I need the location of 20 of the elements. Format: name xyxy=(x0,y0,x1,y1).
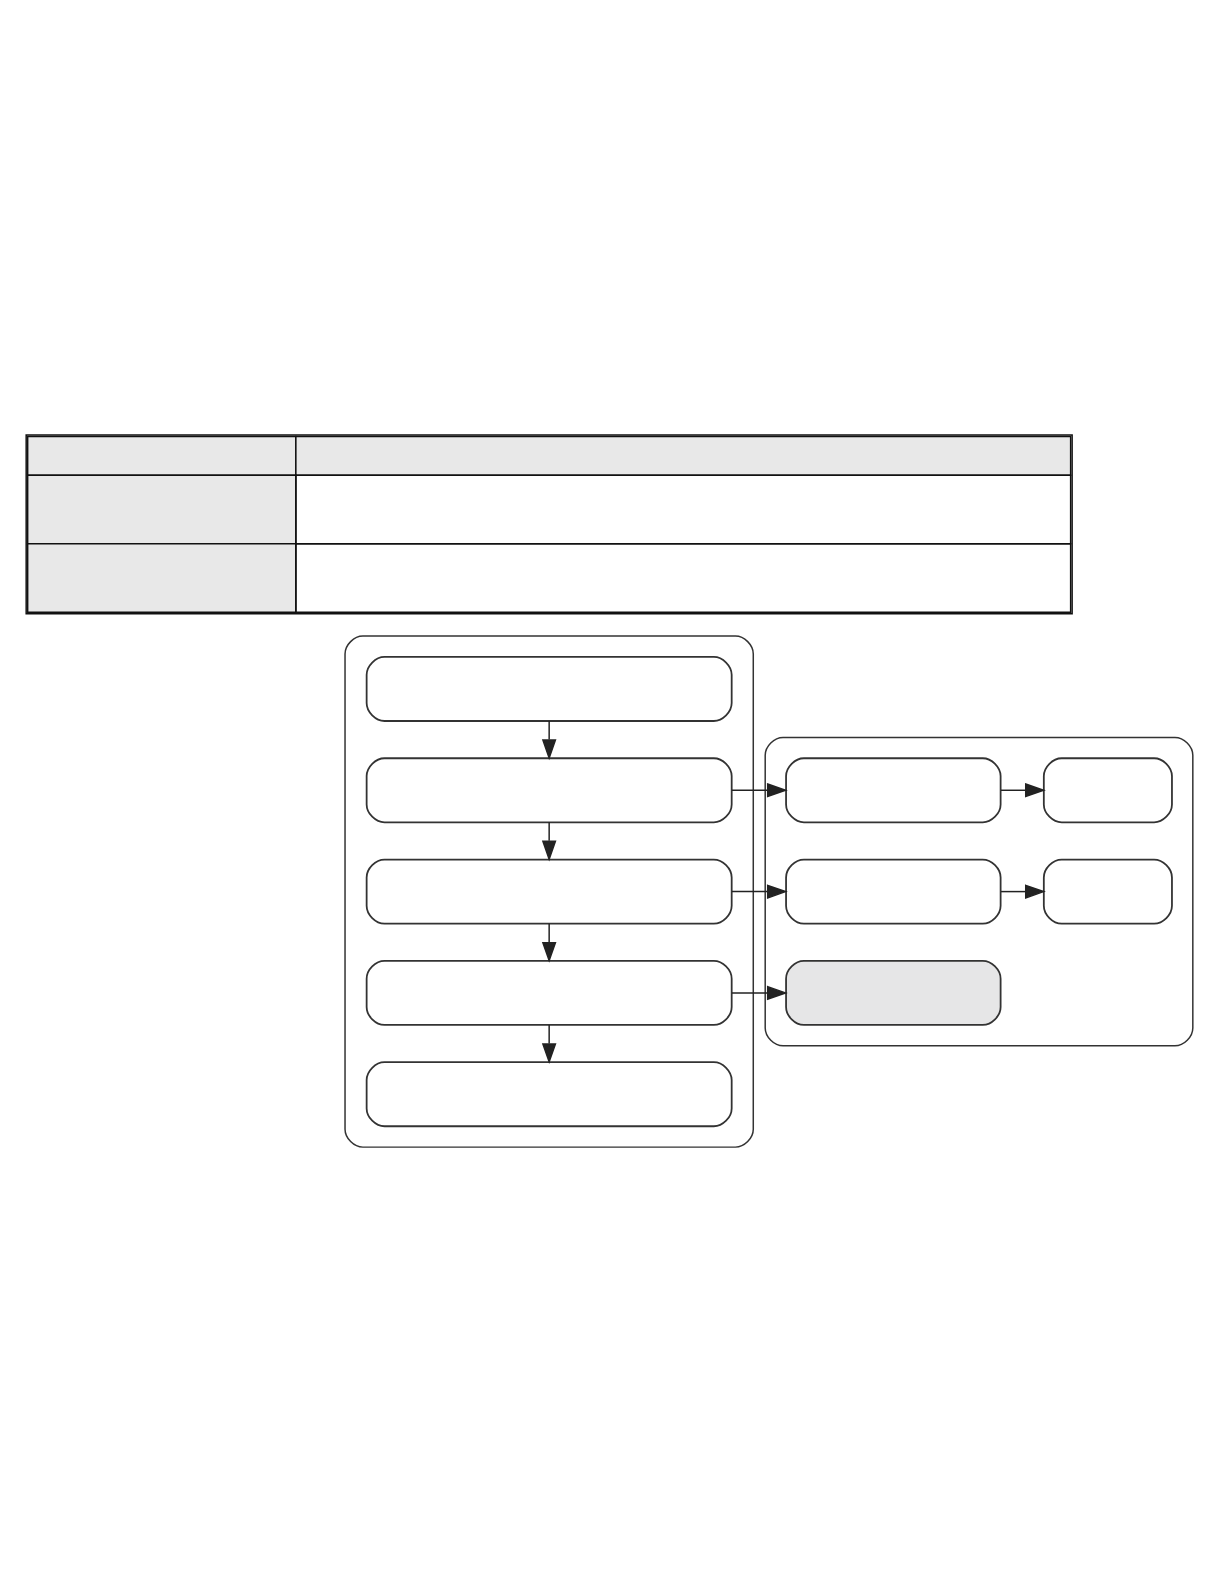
node-box xyxy=(785,756,1002,823)
arrow xyxy=(541,1023,557,1064)
node-box xyxy=(1042,756,1173,823)
node-box xyxy=(365,959,733,1026)
arrow xyxy=(541,719,557,760)
arrow xyxy=(541,821,557,861)
node-box xyxy=(1042,858,1173,925)
node-box xyxy=(365,756,733,823)
arrow xyxy=(541,922,557,963)
node-box xyxy=(785,858,1002,925)
arrow xyxy=(731,883,788,899)
node-box xyxy=(365,655,733,722)
arrow xyxy=(731,985,788,1000)
node-box xyxy=(365,858,733,925)
node-box xyxy=(365,1060,733,1127)
arrow xyxy=(1000,782,1046,798)
arrow xyxy=(731,782,788,798)
arrow xyxy=(1000,883,1046,899)
cluster xyxy=(344,634,755,1148)
node-box xyxy=(785,959,1002,1026)
